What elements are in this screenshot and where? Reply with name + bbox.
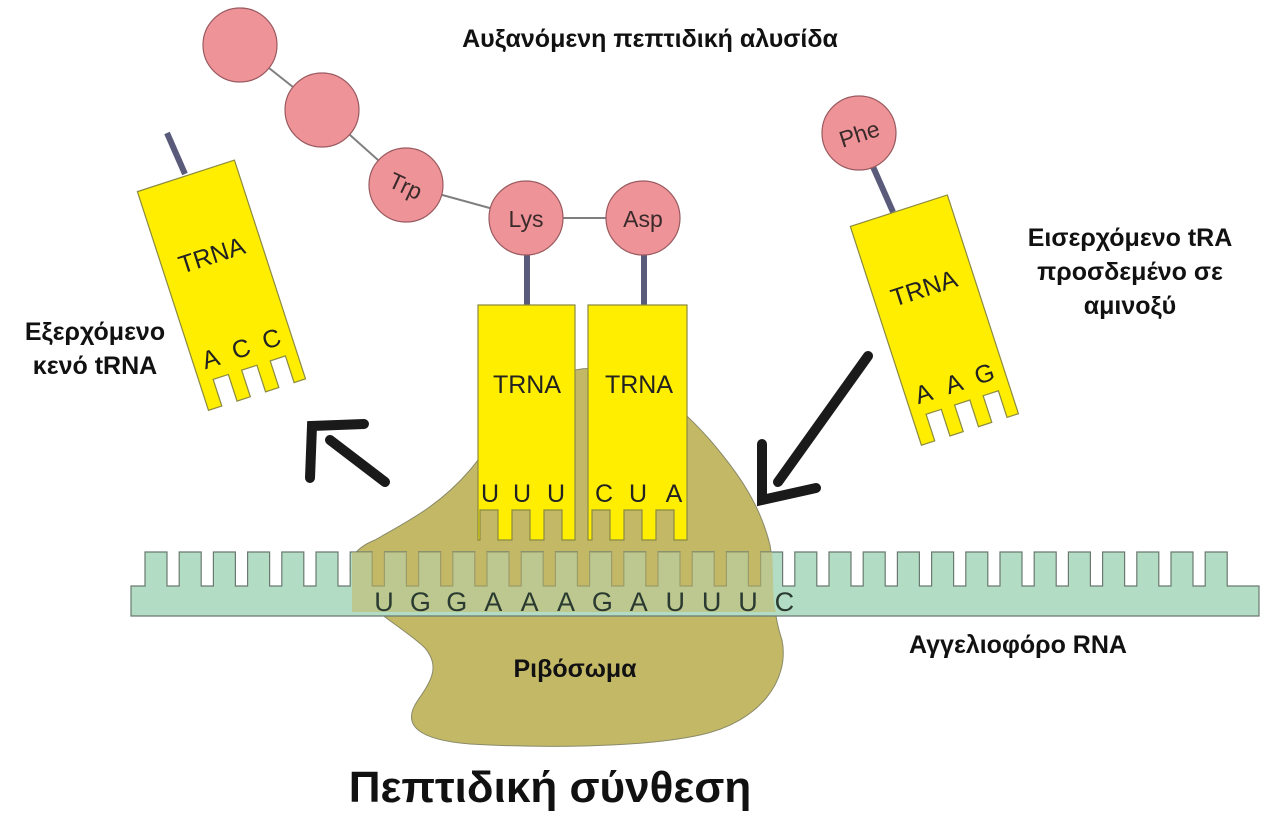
ribosome-label: Ριβόσωμα (513, 655, 637, 683)
trna-exiting: TRNA A C C (136, 159, 307, 412)
incoming-trna-label-line-1: Εισερχόμενο tRA (1027, 224, 1233, 252)
mrna-base: U (702, 587, 722, 617)
mrna-base: G (592, 587, 613, 617)
mrna-base: C (775, 587, 795, 617)
exiting-trna-label-line-1: Εξερχόμενο (24, 318, 166, 346)
exiting-trna-label-line-2: κενό tRNA (32, 351, 158, 380)
trp-amino-acid: Trp (368, 147, 444, 223)
residue-1 (202, 7, 278, 83)
lys-amino-acid: Lys (488, 180, 564, 256)
mrna-base: A (630, 587, 648, 617)
trna-p-anticodon-1: U (481, 480, 499, 508)
enter-arrow (757, 351, 873, 507)
asp-label: Asp (623, 206, 663, 232)
ribosome-overlay (352, 552, 776, 612)
phe-amino-acid: Phe (821, 95, 897, 171)
trna-stems (164, 131, 896, 305)
trna-p-anticodon-3: U (547, 480, 565, 508)
mrna-base: A (521, 587, 539, 617)
mrna-base: G (410, 587, 431, 617)
trna-p-label: TRNA (493, 371, 561, 399)
residue-2 (284, 72, 360, 148)
lys-label: Lys (509, 206, 544, 232)
mrna-base: U (738, 587, 758, 617)
trna-a-label: TRNA (605, 371, 673, 399)
trna-a-anticodon-1: C (595, 480, 613, 508)
trna-a-site: TRNA C U A (587, 304, 688, 541)
exit-arrow (305, 419, 390, 487)
mrna-label: Αγγελιοφόρο RNA (909, 631, 1127, 659)
trna-p-anticodon-2: U (513, 480, 531, 508)
asp-amino-acid: Asp (605, 180, 681, 256)
mrna-base: U (665, 587, 685, 617)
growing-chain-label: Αυξανόμενη πεπτιδική αλυσίδα (462, 25, 838, 53)
mrna-base: U (374, 587, 394, 617)
trna-a-anticodon-2: U (629, 480, 647, 508)
mrna-base: A (484, 587, 502, 617)
page-title: Πεπτιδική σύνθεση (348, 763, 752, 812)
trna-a-anticodon-3: A (666, 480, 683, 508)
trna-incoming: TRNA A A G (849, 194, 1020, 446)
incoming-trna-label: Εισερχόμενο tRA προσδεμένο σε αμινοξύ (985, 222, 1275, 323)
mrna-base: A (557, 587, 575, 617)
mrna-base: G (446, 587, 467, 617)
incoming-trna-label-line-2: προσδεμένο σε (1037, 257, 1223, 286)
exiting-trna-label: Εξερχόμενο κενό tRNA (0, 316, 190, 384)
trna-p-site: TRNA U U U (477, 304, 576, 541)
incoming-trna-label-line-3: αμινοξύ (1083, 291, 1177, 320)
